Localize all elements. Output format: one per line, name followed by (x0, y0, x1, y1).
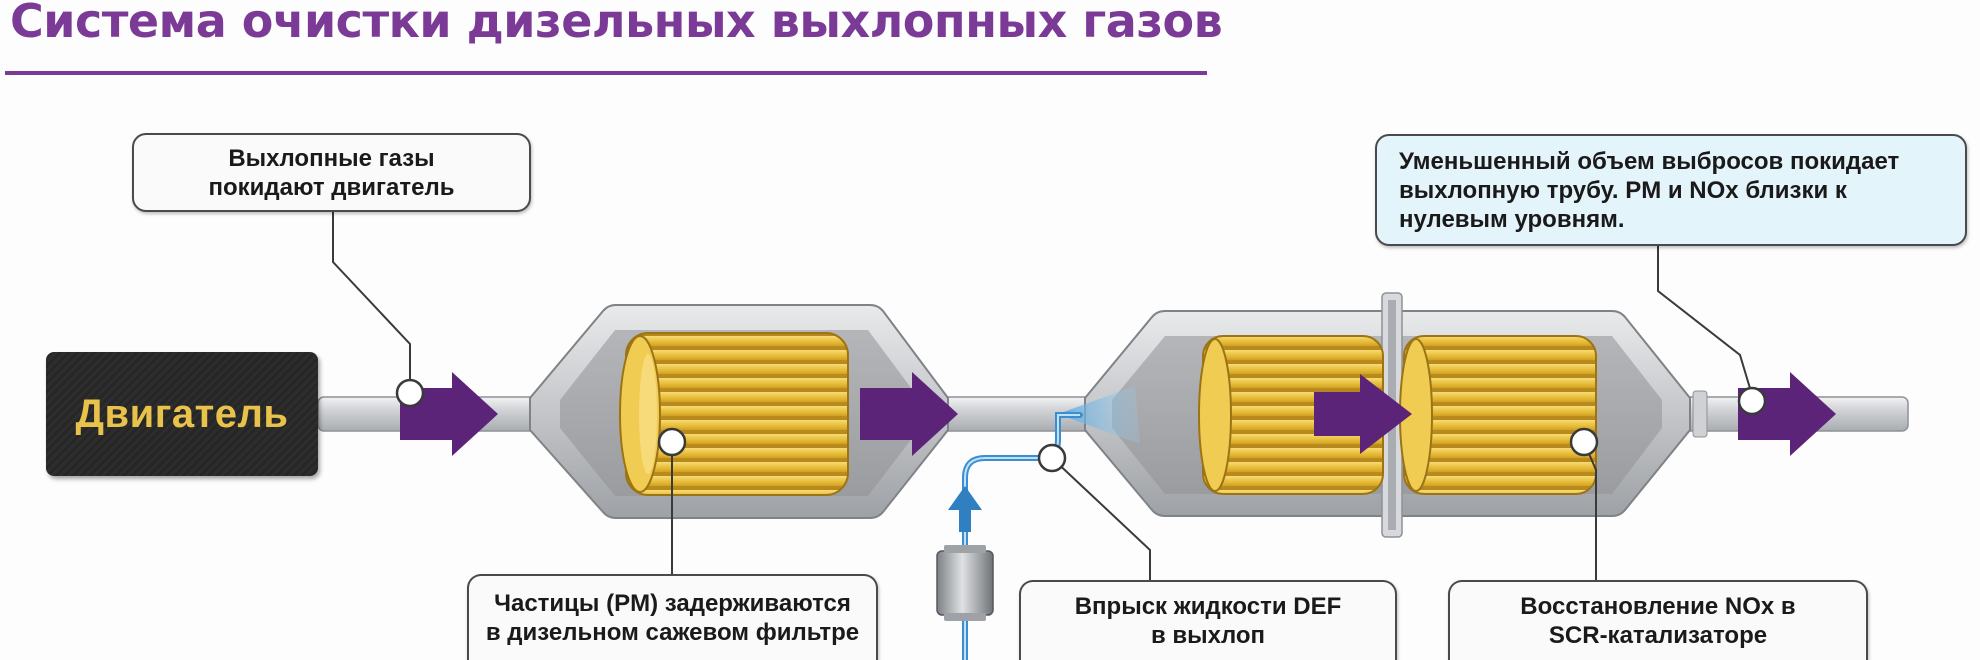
def-spray-plume (1058, 386, 1140, 444)
scr-catalyst-core-1 (1198, 335, 1384, 495)
page-title: Система очистки дизельных выхлопных газо… (10, 0, 1223, 48)
callout-line: в выхлоп (1150, 622, 1266, 649)
callout-scr-reduction: Восстановление NOx в SCR-катализаторе (1448, 580, 1868, 660)
dpf-canister (529, 304, 949, 519)
flow-arrow-scr-internal (1314, 374, 1412, 454)
callout-line: Выхлопные газы (228, 144, 435, 172)
callout-line: нулевым уровням. (1399, 205, 1625, 233)
callout-line: Восстановление NOx в (1520, 593, 1796, 620)
callout-reduced-emissions-exit: Уменьшенный объем выбросов покидает выхл… (1375, 134, 1967, 246)
def-flow-up-arrow (948, 486, 982, 532)
callout-line: SCR-катализаторе (1548, 622, 1768, 649)
dpf-filter-core (619, 332, 849, 496)
callout-line: Частицы (PM) задерживаются (494, 590, 851, 617)
callout-line: Уменьшенный объем выбросов покидает (1399, 147, 1900, 175)
callout-line: покидают двигатель (208, 173, 455, 201)
flow-arrow-dpf-out (860, 372, 958, 456)
title-underline (5, 71, 1207, 75)
engine-label: Двигатель (75, 391, 289, 436)
flow-arrow-engine-out (400, 372, 498, 456)
anchor-dot-engine-out (395, 378, 425, 408)
callout-line: Впрыск жидкости DEF (1074, 593, 1342, 620)
anchor-dot-tailpipe (1737, 386, 1767, 416)
callout-def-injection: Впрыск жидкости DEF в выхлоп (1019, 580, 1397, 660)
scr-catalyst-core-2 (1399, 335, 1597, 495)
anchor-dot-dpf (657, 427, 687, 457)
anchor-dot-def (1037, 443, 1067, 473)
callout-line: в дизельном сажевом фильтре (485, 619, 860, 646)
callout-dpf-particles: Частицы (PM) задерживаются в дизельном с… (467, 574, 878, 660)
engine-block: Двигатель (46, 352, 318, 476)
anchor-dot-scr (1569, 427, 1599, 457)
callout-gases-leave-engine: Выхлопные газы покидают двигатель (132, 133, 531, 212)
def-pump-canister (936, 545, 994, 621)
callout-line: выхлопную трубу. PM и NOx близки к (1399, 176, 1847, 204)
